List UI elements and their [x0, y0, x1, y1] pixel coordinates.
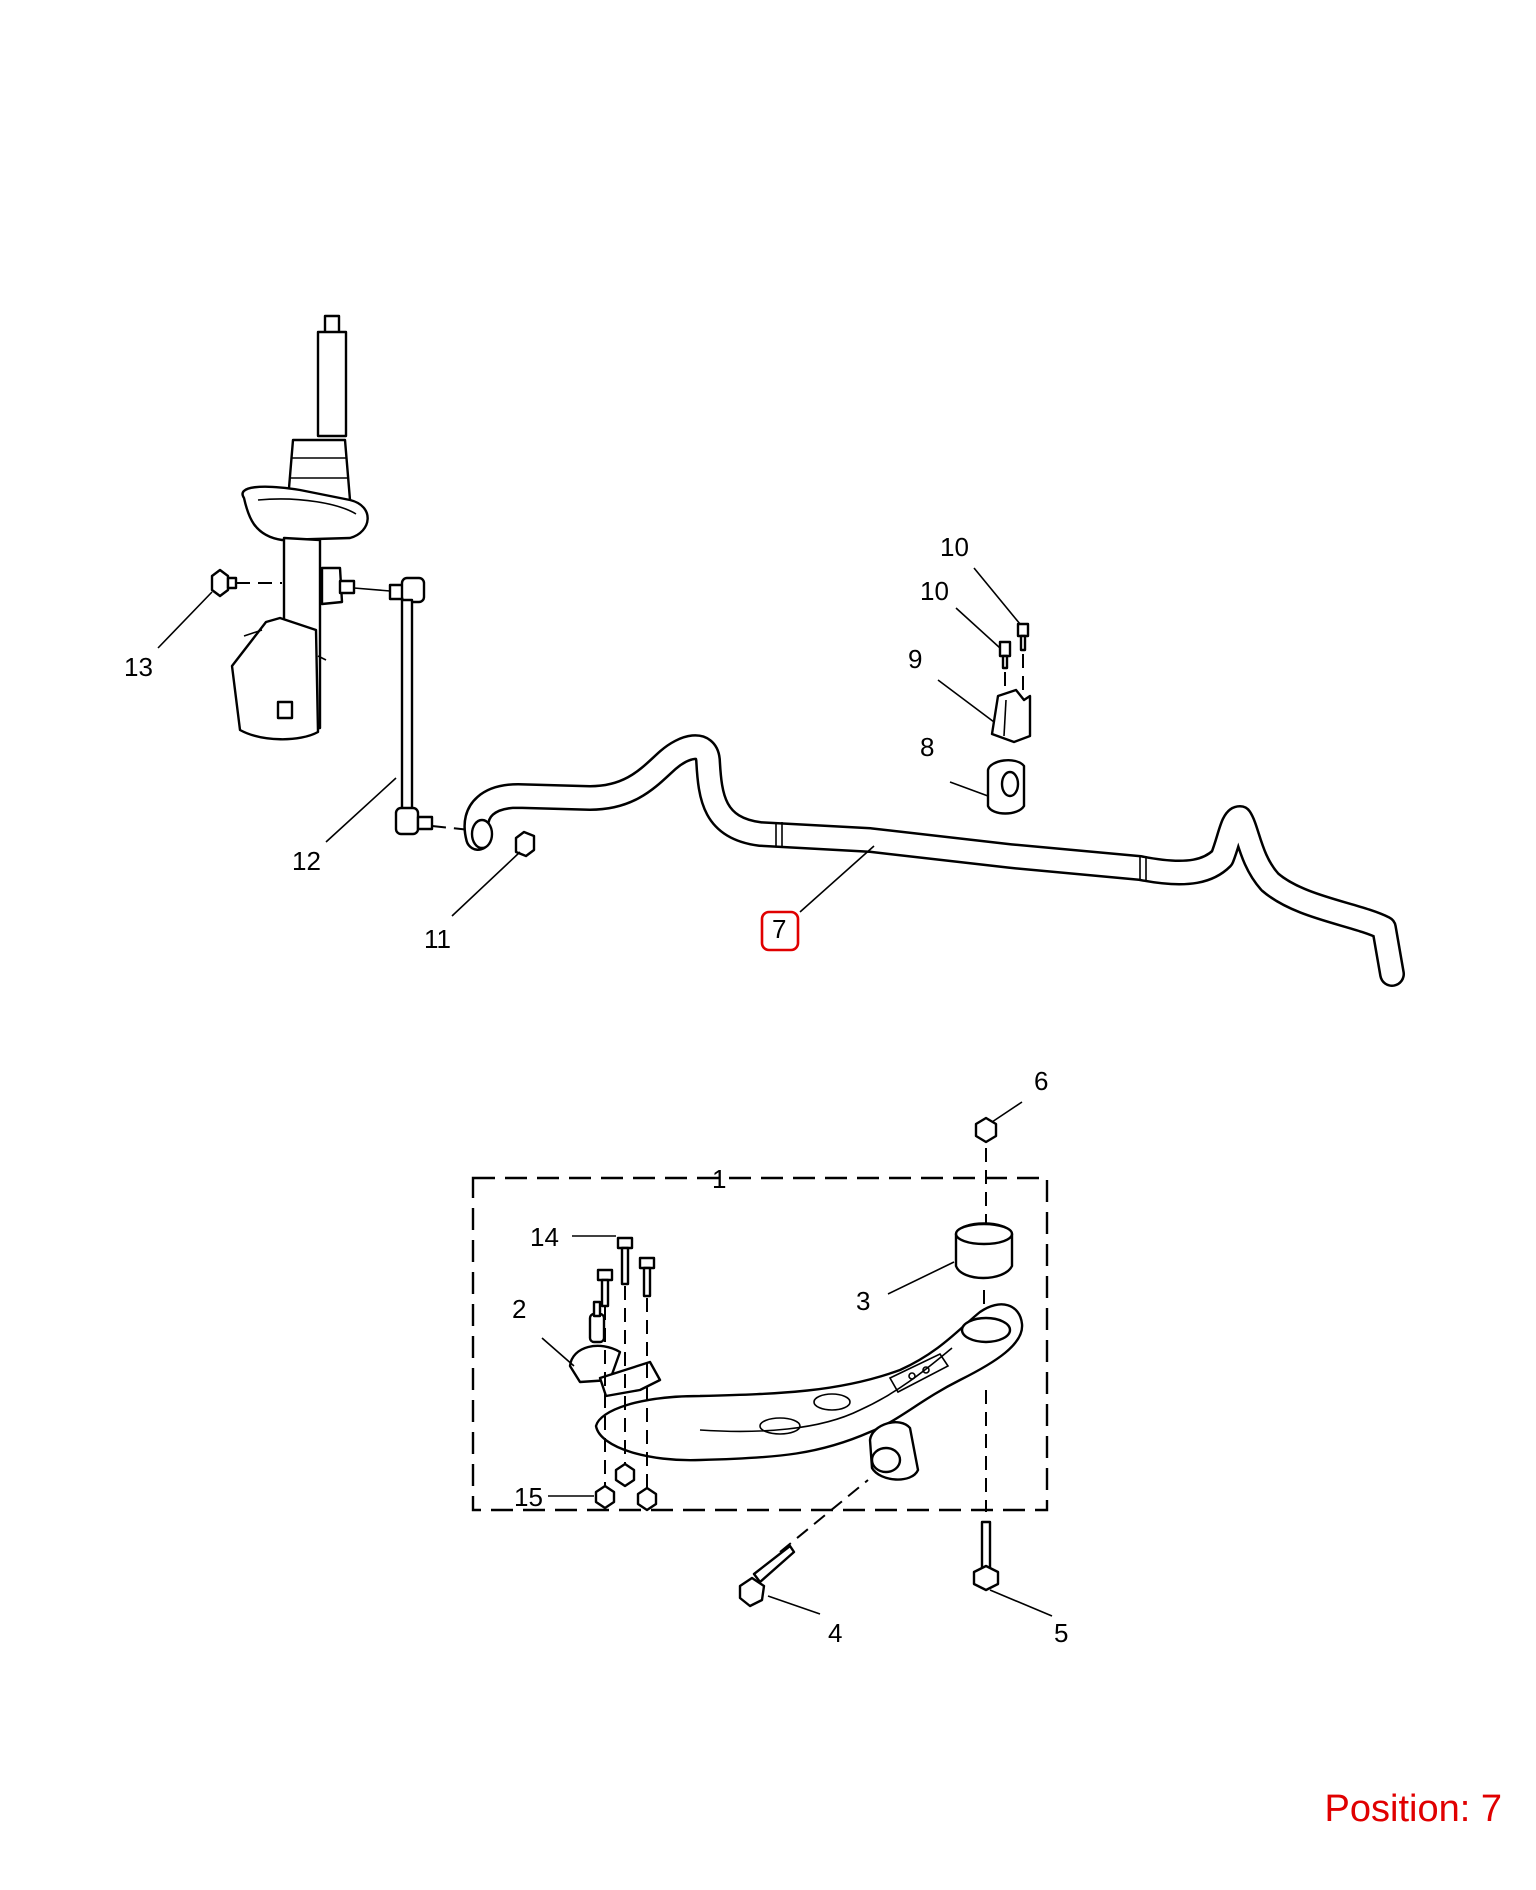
callout-3[interactable]: 3 — [856, 1286, 870, 1316]
control-arm-assembly — [471, 1116, 1049, 1608]
callout-5[interactable]: 5 — [1054, 1618, 1068, 1648]
callout-6[interactable]: 6 — [1034, 1066, 1048, 1096]
callout-4[interactable]: 4 — [828, 1618, 842, 1648]
selected-callout-highlight — [760, 910, 800, 952]
callout-10-upper[interactable]: 10 — [940, 532, 969, 562]
callout-11[interactable]: 11 — [424, 924, 451, 954]
stabilizer-bar — [463, 734, 1405, 987]
callout-13[interactable]: 13 — [124, 652, 153, 682]
position-label: Position: 7 — [1324, 1788, 1502, 1830]
strut-assembly — [210, 314, 369, 741]
callout-7[interactable]: 7 — [772, 914, 786, 944]
callout-12[interactable]: 12 — [292, 846, 321, 876]
callout-9[interactable]: 9 — [908, 644, 922, 674]
leader-lines — [157, 567, 1053, 1617]
callout-15[interactable]: 15 — [514, 1482, 543, 1512]
bushing-bracket-assembly — [986, 622, 1032, 815]
callout-2[interactable]: 2 — [512, 1294, 526, 1324]
callout-1[interactable]: 1 — [712, 1164, 726, 1194]
callout-numbers: 1 2 3 4 5 6 7 8 9 10 10 11 12 13 14 15 — [124, 532, 1068, 1648]
stabilizer-link — [353, 576, 536, 858]
callout-10-lower[interactable]: 10 — [920, 576, 949, 606]
callout-14[interactable]: 14 — [530, 1222, 559, 1252]
callout-8[interactable]: 8 — [920, 732, 934, 762]
